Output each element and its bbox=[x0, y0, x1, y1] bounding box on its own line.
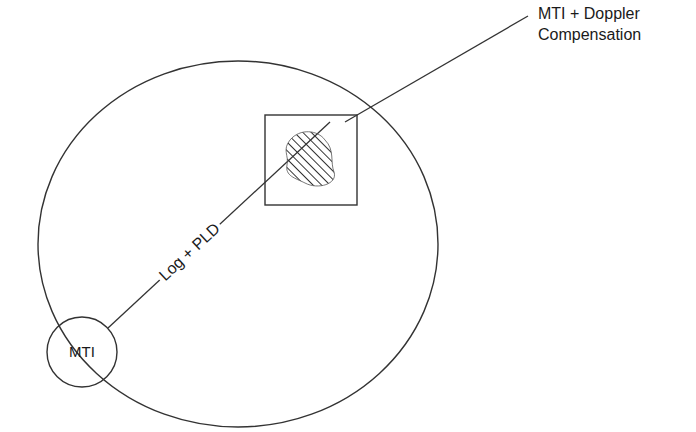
callout-label: MTI + Doppler Compensation bbox=[538, 4, 660, 46]
clutter-blob bbox=[286, 132, 334, 186]
leader-line bbox=[345, 16, 528, 122]
ppi-circle bbox=[38, 61, 438, 427]
node-label: MTI bbox=[69, 343, 95, 361]
circle-node: MTI bbox=[46, 316, 118, 388]
clutter-window bbox=[265, 115, 357, 205]
beam-label: Log + PLD bbox=[153, 216, 227, 287]
